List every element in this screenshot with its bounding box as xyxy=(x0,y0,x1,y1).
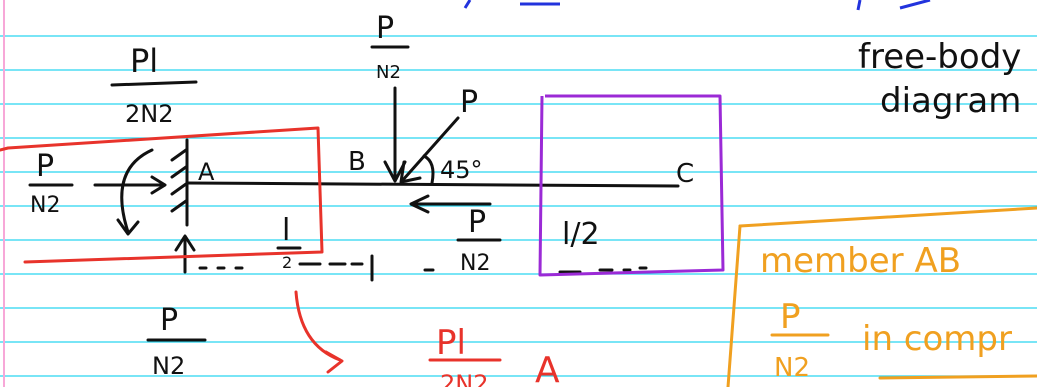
angle-arc xyxy=(422,154,435,185)
orange-compression-label: in compr xyxy=(862,319,1012,359)
span-2-label: 2 xyxy=(282,253,292,272)
reaction-arrowhead xyxy=(174,234,196,252)
title-line-1: free-body xyxy=(858,37,1021,77)
left-force-den: N2 xyxy=(30,193,60,218)
ruled-lines xyxy=(0,35,1037,377)
red-moment-num: Pl xyxy=(436,323,466,363)
dimension-dashes xyxy=(198,254,648,282)
orange-force-den: N2 xyxy=(774,353,810,383)
red-moment-den: 2N2 xyxy=(440,370,489,387)
title-line-2: diagram xyxy=(880,81,1021,121)
purple-cut-box xyxy=(538,94,725,277)
orange-box-left-edge xyxy=(726,224,742,387)
reaction-num: P xyxy=(160,303,178,338)
axial-force-num: P xyxy=(468,205,486,240)
red-point-label: A xyxy=(535,350,560,387)
red-cut-box xyxy=(0,126,324,264)
left-force-arrowhead xyxy=(150,175,167,195)
inclined-load-label: P xyxy=(460,85,478,120)
top-cut-stroke xyxy=(463,0,931,11)
span-l-label: l xyxy=(282,213,290,248)
support-hatch xyxy=(170,148,188,213)
point-a-label: A xyxy=(198,158,215,186)
left-moment-num: Pl xyxy=(130,42,158,80)
point-b-label: B xyxy=(348,147,366,177)
angle-label: 45° xyxy=(440,156,483,184)
axial-force-den: N2 xyxy=(460,251,490,276)
orange-member-label: member AB xyxy=(760,241,961,281)
inclined-load-arrow xyxy=(400,116,460,183)
beam xyxy=(185,181,680,188)
left-force-num: P xyxy=(36,149,54,184)
orange-underline xyxy=(878,374,1037,380)
reaction-den: N2 xyxy=(152,352,185,380)
frac-bar-left-moment xyxy=(110,80,198,87)
orange-box-top-edge xyxy=(738,206,1037,228)
left-moment-den: 2N2 xyxy=(125,100,174,128)
top-load-num: P xyxy=(376,11,394,46)
half-span-label: l/2 xyxy=(562,217,600,252)
orange-force-num: P xyxy=(780,297,801,337)
moment-curl-arrow xyxy=(120,148,154,234)
top-load-den: N2 xyxy=(376,62,401,83)
axial-arrowhead xyxy=(409,194,430,214)
moment-curl-head xyxy=(116,218,140,236)
red-arrow-head xyxy=(324,350,344,374)
red-arrow-curve xyxy=(294,290,342,362)
inclined-arrowhead xyxy=(399,160,422,184)
point-c-label: C xyxy=(676,159,694,189)
